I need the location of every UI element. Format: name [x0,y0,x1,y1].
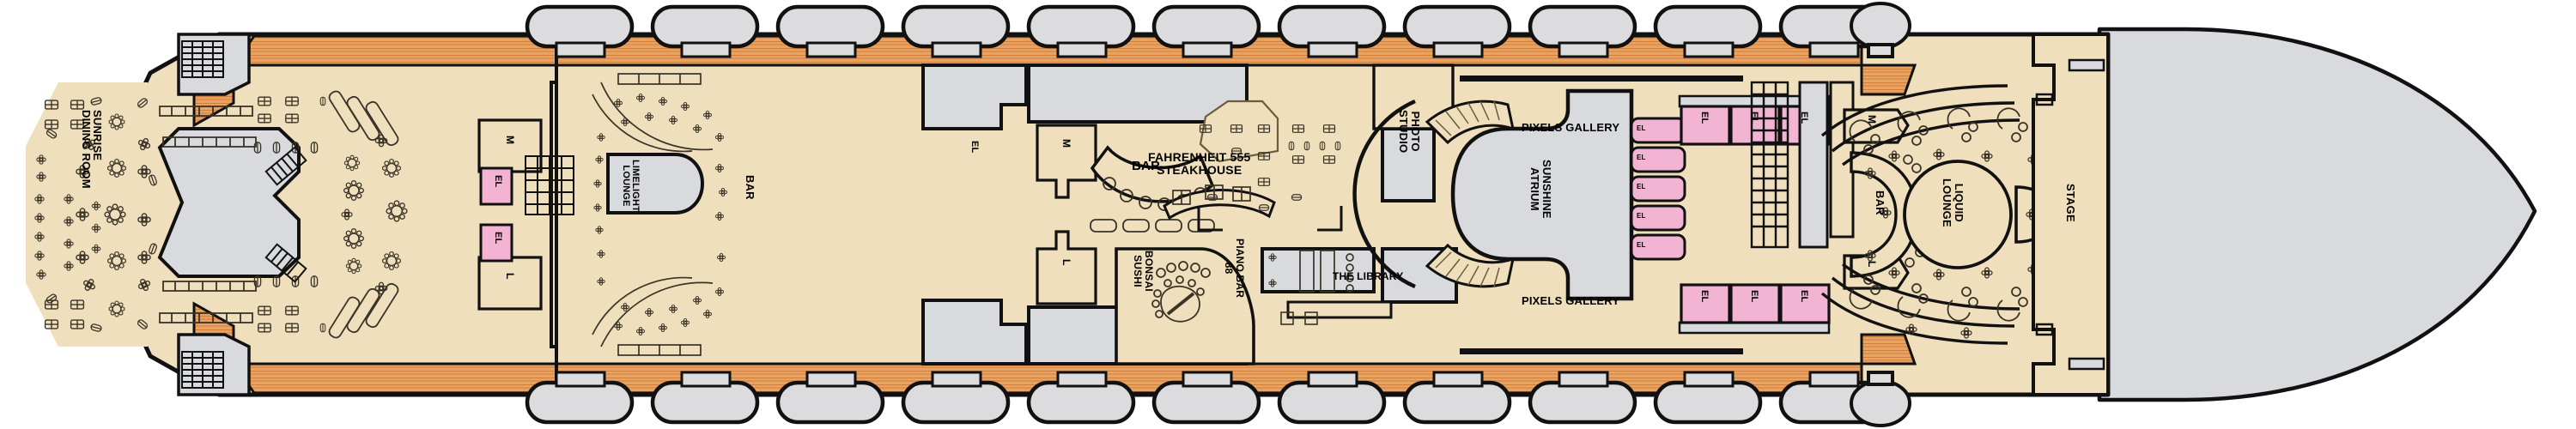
deck-plan-svg [26,2,2537,427]
deck-plan-canvas: SUNRISE DINING ROOM LIMELIGHT LOUNGE BAR… [26,2,2537,427]
